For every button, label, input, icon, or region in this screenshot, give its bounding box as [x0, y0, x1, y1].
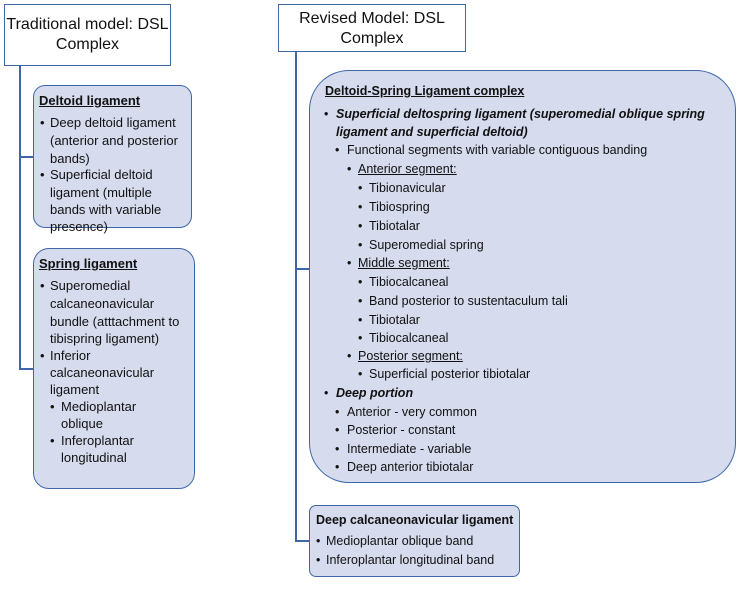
list-item-line: calcaneonavicular	[50, 365, 155, 380]
superficial-deltospring-line: Superficial deltospring ligament (supero…	[336, 107, 705, 121]
list-item-line: Superomedial	[50, 278, 131, 293]
middle-segment-title: Middle segment:	[358, 256, 450, 270]
bullet: •	[40, 348, 45, 363]
list-item: Intermediate - variable	[347, 442, 472, 456]
list-item-line: tibispring ligament)	[50, 331, 160, 346]
deltoid-ligament-box: Deltoid ligament • Deep deltoid ligament…	[33, 85, 192, 234]
list-item: Posterior - constant	[347, 423, 456, 437]
bullet: •	[324, 386, 329, 400]
bullet: •	[324, 107, 329, 121]
list-item: Deep anterior tibiotalar	[347, 460, 474, 474]
spring-ligament-box: Spring ligament • Superomedial calcaneon…	[33, 248, 195, 489]
bullet: •	[40, 278, 45, 293]
list-item-line: presence)	[50, 219, 108, 234]
traditional-connector-vertical	[19, 66, 21, 370]
revised-model-header: Revised Model: DSL Complex	[278, 4, 466, 52]
dsl-complex-title: Deltoid-Spring Ligament complex	[325, 84, 525, 98]
bullet: •	[358, 275, 363, 289]
list-item: Superficial posterior tibiotalar	[369, 367, 531, 381]
bullet: •	[358, 331, 363, 345]
bullet: •	[335, 442, 340, 456]
deep-portion-title: Deep portion	[336, 386, 414, 400]
list-item-line: Deep deltoid ligament	[50, 115, 176, 130]
list-item-line: Superficial deltoid	[50, 167, 153, 182]
bullet: •	[358, 313, 363, 327]
list-item-line: calcaneonavicular	[50, 296, 155, 311]
header-line: Complex	[55, 36, 120, 53]
bullet: •	[40, 167, 45, 182]
traditional-model-header: Traditional model: DSL Complex	[4, 4, 171, 66]
revised-connector-to-dsl	[295, 268, 310, 270]
bullet: •	[316, 534, 321, 548]
list-item-line: Inferior	[50, 348, 91, 363]
deltoid-spring-complex-box: Deltoid-Spring Ligament complex • Superf…	[309, 70, 736, 483]
bullet: •	[335, 143, 340, 157]
list-item-line: bundle (atttachment to	[50, 314, 180, 329]
list-item-line: ligament	[50, 382, 100, 397]
bullet: •	[358, 219, 363, 233]
list-item-line: Medioplantar	[61, 399, 137, 414]
bullet: •	[40, 115, 45, 130]
bullet: •	[335, 405, 340, 419]
header-line: Complex	[340, 30, 404, 47]
list-item: Superomedial spring	[369, 238, 484, 252]
bullet: •	[358, 200, 363, 214]
traditional-connector-to-spring	[19, 368, 34, 370]
revised-connector-to-dcn	[295, 540, 310, 542]
header-line: Traditional model: DSL	[6, 16, 169, 33]
bullet: •	[347, 349, 352, 363]
posterior-segment-title: Posterior segment:	[358, 349, 463, 363]
bullet: •	[347, 256, 352, 270]
traditional-connector-to-deltoid	[19, 156, 34, 158]
header-line: Revised Model: DSL	[299, 10, 445, 27]
bullet: •	[358, 181, 363, 195]
list-item: Tibiospring	[369, 200, 430, 214]
bullet: •	[358, 294, 363, 308]
list-item-line: bands with variable	[50, 202, 162, 217]
list-item-line: (anterior and posterior	[50, 133, 178, 148]
list-item-line: bands)	[50, 151, 90, 166]
bullet: •	[358, 238, 363, 252]
list-item: Tibiotalar	[369, 219, 420, 233]
list-item: Tibiotalar	[369, 313, 420, 327]
list-item-line: oblique	[61, 416, 103, 431]
list-item: Tibionavicular	[369, 181, 446, 195]
bullet: •	[50, 399, 55, 414]
bullet: •	[316, 553, 321, 567]
bullet: •	[347, 162, 352, 176]
list-item: Tibiocalcaneal	[369, 331, 449, 345]
deep-calcaneonavicular-title: Deep calcaneonavicular ligament	[316, 513, 514, 527]
spring-ligament-title: Spring ligament	[39, 256, 138, 271]
list-item: Inferoplantar longitudinal band	[326, 553, 495, 567]
anterior-segment-title: Anterior segment:	[358, 162, 457, 176]
bullet: •	[50, 433, 55, 448]
list-item: Medioplantar oblique band	[326, 534, 474, 548]
list-item: Tibiocalcaneal	[369, 275, 449, 289]
list-item: Band posterior to sustentaculum tali	[369, 294, 568, 308]
bullet: •	[335, 460, 340, 474]
list-item-line: Inferoplantar	[61, 433, 134, 448]
list-item-line: longitudinal	[61, 450, 127, 465]
bullet: •	[358, 367, 363, 381]
superficial-deltospring-line: ligament and superficial deltoid)	[336, 125, 528, 139]
deep-calcaneonavicular-box: Deep calcaneonavicular ligament • Mediop…	[309, 505, 520, 577]
revised-connector-vertical	[295, 52, 297, 542]
functional-segments-text: Functional segments with variable contig…	[347, 143, 648, 157]
deltoid-ligament-title: Deltoid ligament	[39, 93, 141, 108]
bullet: •	[335, 423, 340, 437]
list-item-line: ligament (multiple	[50, 185, 152, 200]
list-item: Anterior - very common	[347, 405, 477, 419]
